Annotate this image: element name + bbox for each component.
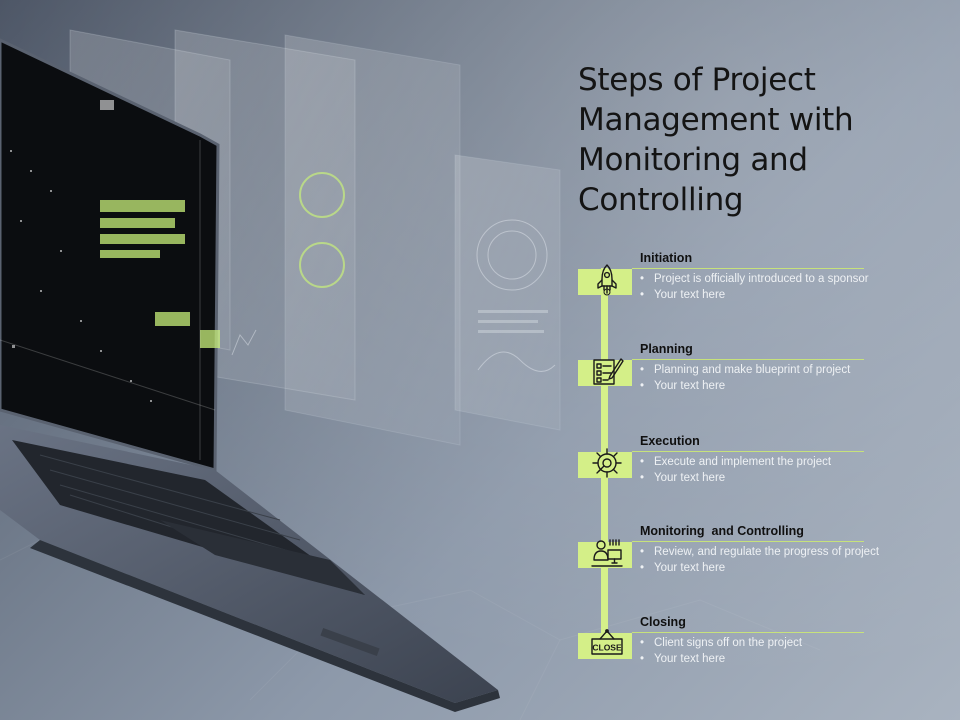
bullet-item: Your text here	[640, 560, 879, 576]
icon-box	[578, 264, 632, 296]
bullet-item: Execute and implement the project	[640, 454, 831, 470]
icon-box	[578, 539, 632, 568]
close-sign-icon: CLOSE	[590, 627, 624, 661]
close-sign-text: CLOSE	[592, 643, 622, 653]
step-bullets: Planning and make blueprint of project Y…	[640, 362, 850, 394]
icon-box: CLOSE	[578, 629, 632, 659]
step-title: Closing	[640, 615, 686, 629]
step-title: Initiation	[640, 251, 693, 265]
divider-line	[632, 632, 864, 633]
divider-line	[632, 359, 864, 360]
bullet-item: Your text here	[640, 287, 869, 303]
icon-box	[578, 358, 632, 386]
bullet-item: Your text here	[640, 470, 831, 486]
step-bullets: Project is officially introduced to a sp…	[640, 271, 869, 303]
gear-wrench-icon	[590, 446, 624, 480]
step-bullets: Review, and regulate the progress of pro…	[640, 544, 879, 576]
step-initiation: Initiation Project is officially introdu…	[576, 251, 896, 313]
bullet-item: Project is officially introduced to a sp…	[640, 271, 869, 287]
rocket-icon	[590, 263, 624, 297]
checklist-pencil-icon	[590, 354, 624, 388]
slide-title: Steps of Project Management with Monitor…	[578, 62, 854, 218]
bullet-item: Client signs off on the project	[640, 635, 802, 651]
bullet-item: Planning and make blueprint of project	[640, 362, 850, 378]
icon-box	[578, 448, 632, 478]
divider-line	[632, 268, 864, 269]
divider-line	[632, 451, 864, 452]
step-planning: Planning Planning and make blueprint of …	[576, 342, 896, 404]
step-monitoring-and-controlling: Monitoring and Controlling Review, and r…	[576, 524, 896, 586]
step-bullets: Execute and implement the project Your t…	[640, 454, 831, 486]
step-execution: Execution Execute and implement the proj…	[576, 434, 896, 496]
bullet-item: Your text here	[640, 651, 802, 667]
step-title: Execution	[640, 434, 700, 448]
step-title: Monitoring and Controlling	[640, 524, 804, 538]
bullet-item: Your text here	[640, 378, 850, 394]
step-bullets: Client signs off on the project Your tex…	[640, 635, 802, 667]
step-title: Planning	[640, 342, 693, 356]
bullet-item: Review, and regulate the progress of pro…	[640, 544, 879, 560]
person-computer-icon	[590, 536, 624, 570]
divider-line	[632, 541, 864, 542]
step-closing: CLOSE Closing Client signs off on the pr…	[576, 615, 896, 677]
